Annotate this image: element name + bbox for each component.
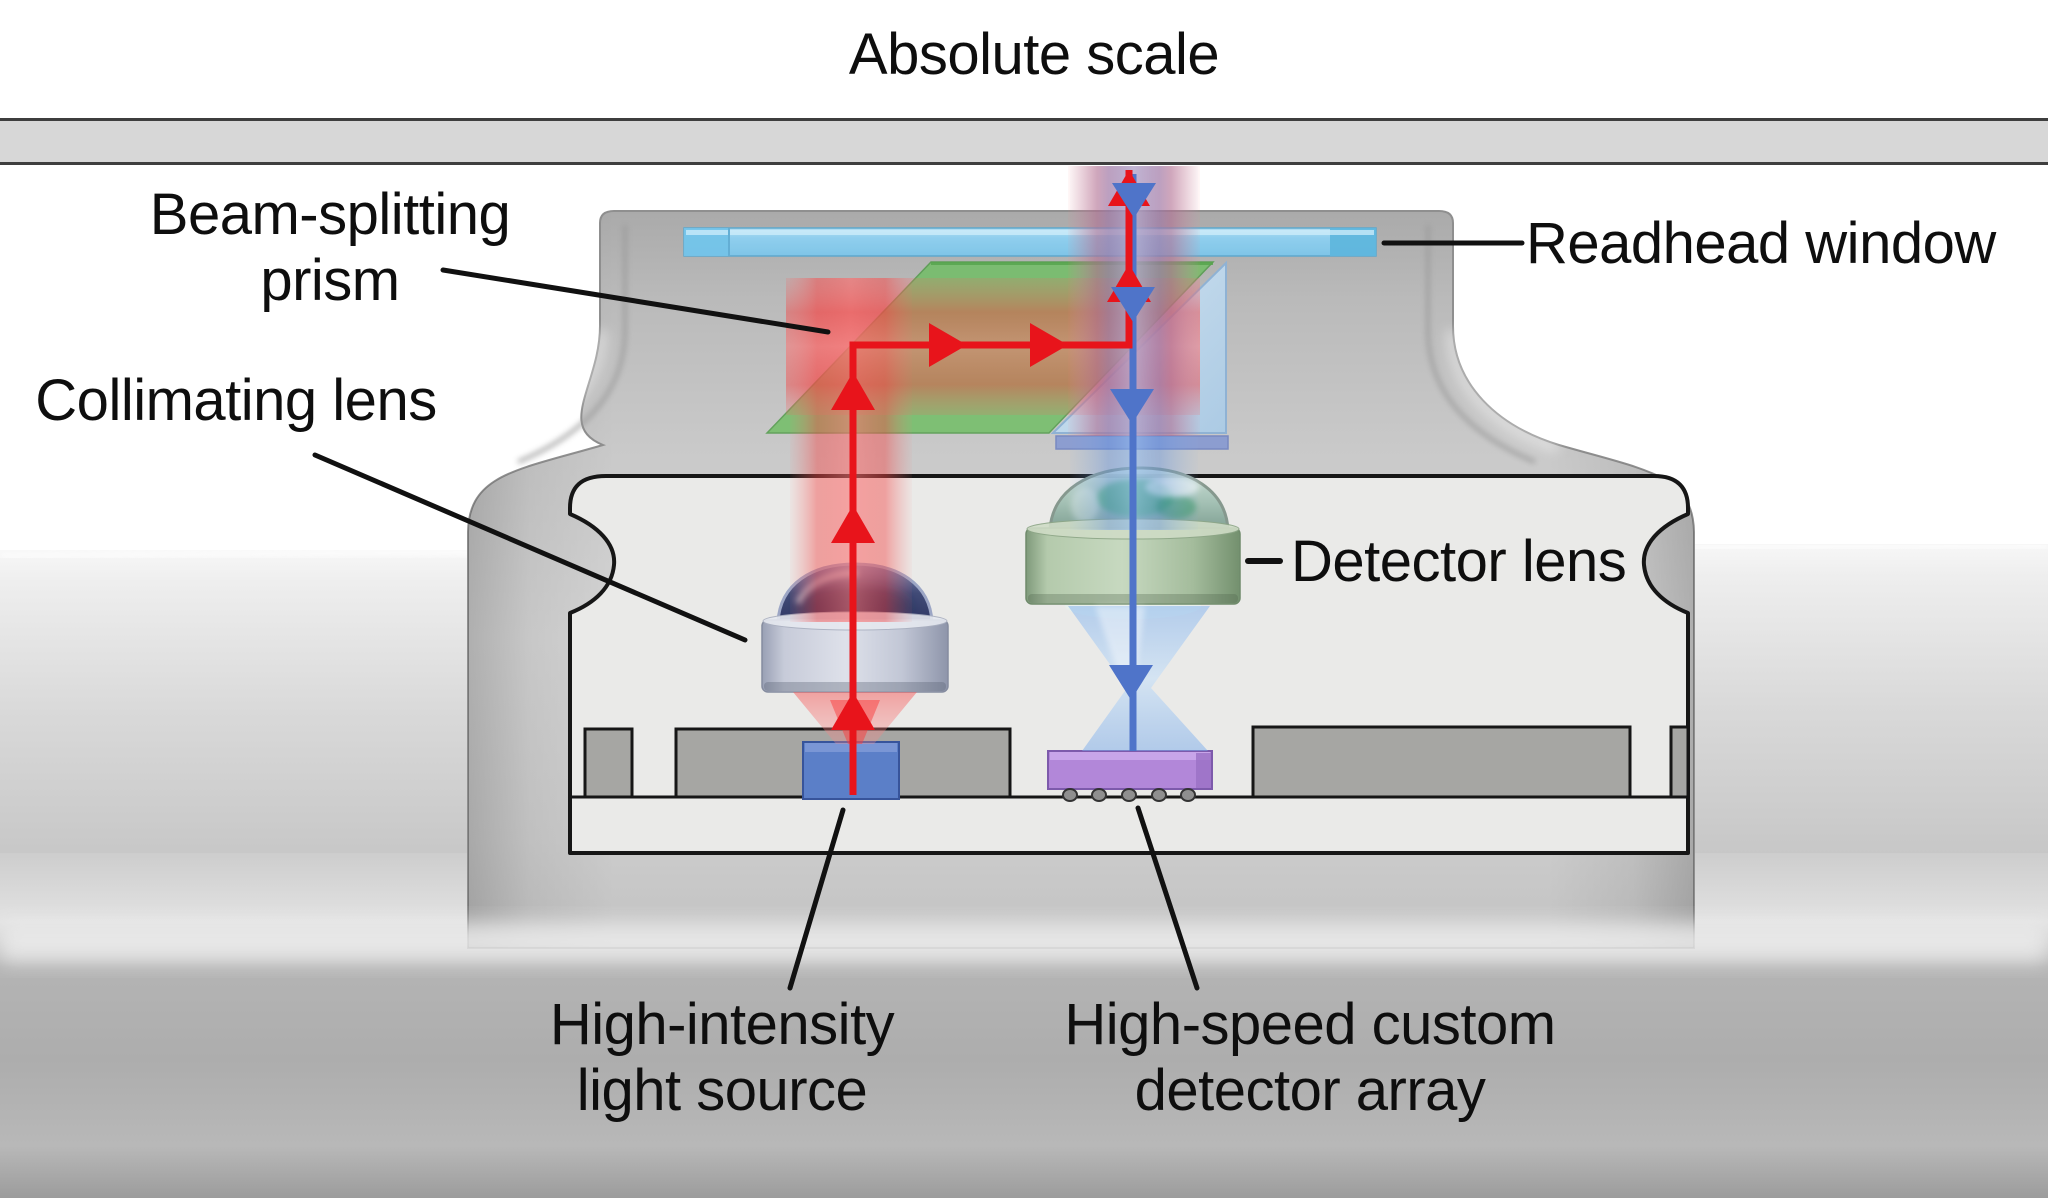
mount-block-far-left [583, 727, 634, 799]
leader-collimating-lens [312, 452, 748, 643]
body-right-shoulder-highlight [1446, 329, 1560, 453]
label-light-source-line2: light source [576, 1058, 868, 1123]
red-arrow-up-3 [831, 692, 875, 730]
body-left-shoulder-crease [517, 225, 627, 464]
leader-lines [312, 240, 1525, 991]
label-beam-splitting-prism-line2: prism [260, 248, 400, 313]
red-arrow-up-2 [831, 505, 875, 543]
rail-left-highlight [0, 548, 525, 560]
label-detector-array-line2: detector array [1134, 1058, 1486, 1123]
red-arrow-up-1 [831, 372, 875, 410]
label-light-source: High-intensity light source [549, 992, 895, 1124]
body-left-shoulder-highlight [494, 329, 607, 457]
label-beam-splitting-prism: Beam-splitting prism [149, 182, 511, 314]
absolute-scale-bar [0, 118, 2048, 165]
leader-light-source [787, 807, 846, 991]
leader-prism [440, 267, 831, 335]
detector-array [1047, 750, 1213, 802]
red-arrow-right-1 [929, 323, 967, 367]
detector-pins [1062, 788, 1196, 802]
blue-arrow-down-1 [1112, 183, 1156, 218]
label-detector-array-line1: High-speed custom [1064, 992, 1556, 1057]
blue-arrow-down-2 [1111, 287, 1155, 322]
window-top-highlight [686, 230, 1374, 235]
body-base-blend-band [0, 922, 2048, 962]
mount-block-far-right [1669, 725, 1690, 799]
readhead-window [683, 227, 1377, 257]
label-detector-array: High-speed custom detector array [1064, 992, 1556, 1124]
leader-detector-array [1135, 805, 1200, 991]
detector-array-side-shade [1196, 753, 1211, 788]
label-readhead-window: Readhead window [1526, 211, 1996, 276]
blue-arrow-down-4 [1109, 665, 1153, 700]
beam-paths [831, 170, 1156, 795]
label-collimating-lens: Collimating lens [35, 368, 437, 433]
blue-arrows [1109, 183, 1156, 700]
detector-array-top-face [1050, 752, 1210, 760]
scale-bar [0, 118, 2048, 165]
label-absolute-scale: Absolute scale [848, 22, 1220, 87]
red-arrow-right-2 [1030, 323, 1068, 367]
label-beam-splitting-prism-line1: Beam-splitting [149, 182, 511, 247]
label-detector-lens: Detector lens [1291, 529, 1627, 594]
blue-arrow-down-3 [1110, 389, 1154, 424]
label-light-source-line1: High-intensity [549, 992, 895, 1057]
body-right-shoulder-crease [1426, 225, 1536, 464]
red-ray-line [849, 170, 1133, 795]
mount-block-right [1251, 725, 1632, 799]
